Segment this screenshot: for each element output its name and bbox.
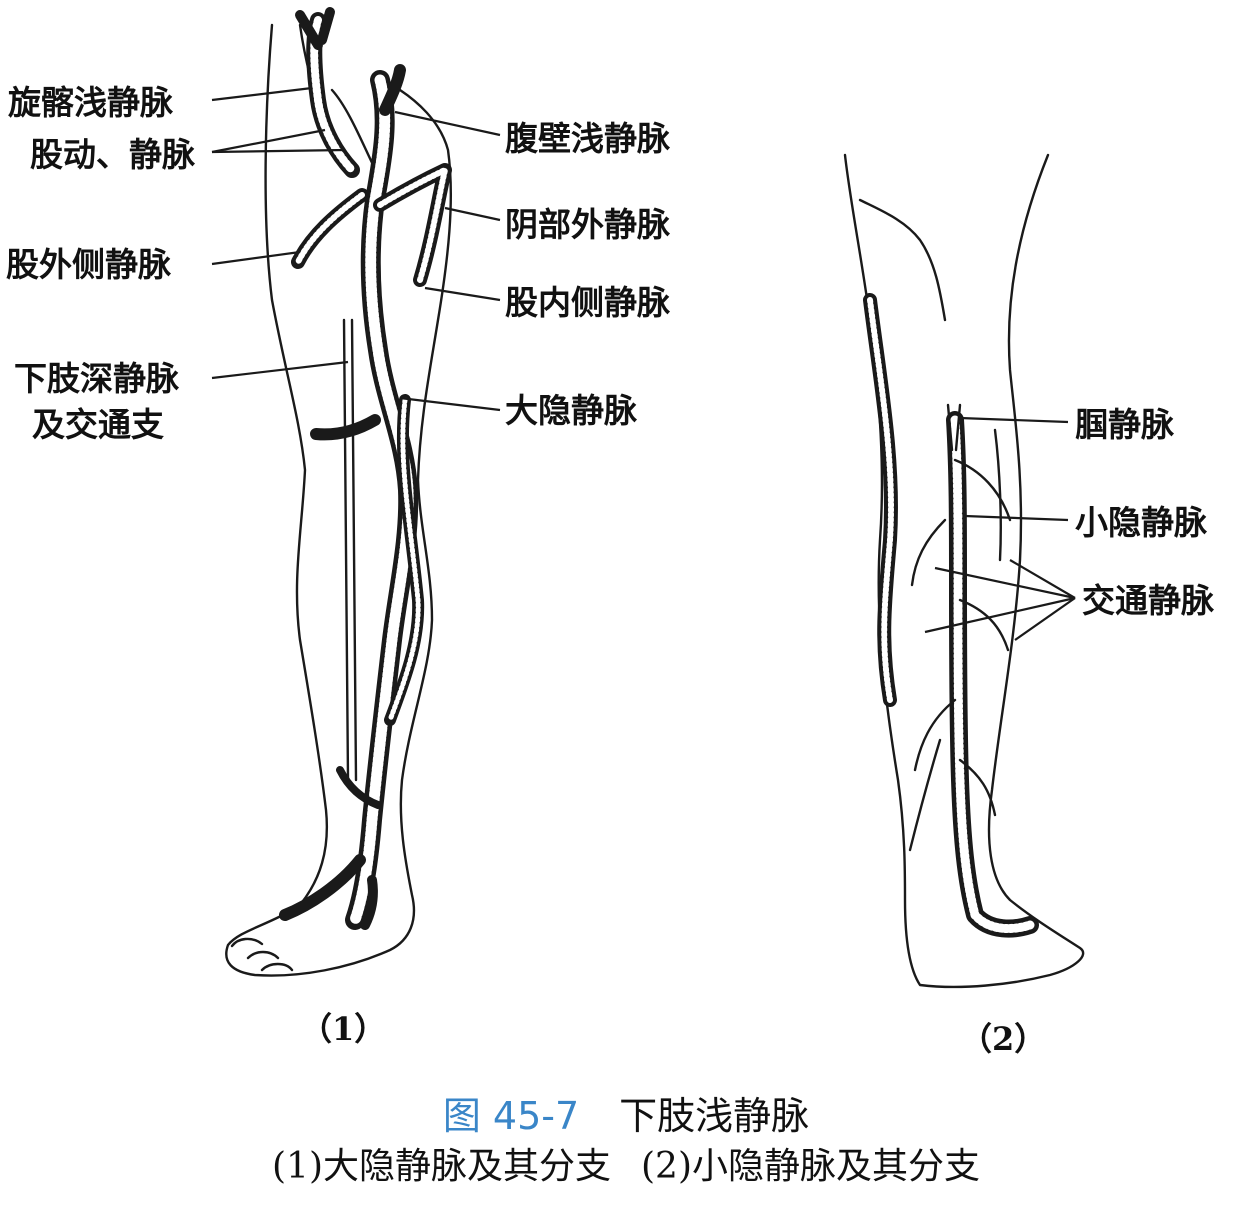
lower-limb-veins-figure: 旋髂浅静脉 股动、静脉 股外侧静脉 下肢深静脉 及交通支 腹壁浅静脉 阴部外静脉… [6, 7, 1215, 1058]
label-great-saphenous-vein: 大隐静脉 [505, 391, 638, 430]
posterior-leader-lines [924, 416, 1076, 641]
figure-caption: 图 45-7 下肢浅静脉 (1)大隐静脉及其分支 (2)小隐静脉及其分支 [0, 1092, 1252, 1192]
caption-sub2: (2)小隐静脉及其分支 [641, 1146, 980, 1187]
panel-label-2: （2） [960, 1020, 1046, 1058]
figure-number: 图 45-7 [442, 1094, 580, 1138]
caption-sub1: (1)大隐静脉及其分支 [272, 1146, 611, 1187]
foot-toes [230, 937, 294, 972]
figure-title: 下肢浅静脉 [619, 1094, 810, 1138]
label-popliteal-vein: 腘静脉 [1075, 405, 1175, 444]
anterior-leader-lines [211, 86, 501, 412]
label-external-pudendal-vein: 阴部外静脉 [505, 205, 671, 244]
label-medial-femoral-vein: 股内侧静脉 [505, 283, 671, 322]
label-femoral-artery-vein: 股动、静脉 [30, 135, 196, 174]
panel-label-1: （1） [300, 1010, 386, 1048]
label-deep-veins: 下肢深静脉 [14, 359, 180, 398]
posterior-leg-outline [843, 153, 1085, 989]
label-lateral-femoral-vein: 股外侧静脉 [6, 245, 172, 284]
label-superficial-circumflex-iliac-vein: 旋髂浅静脉 [8, 83, 174, 122]
posterior-calf-line [858, 198, 947, 322]
label-communicating-branches: 及交通支 [32, 405, 164, 444]
posterior-leg-drawing [843, 153, 1085, 989]
caption-subtitle-line: (1)大隐静脉及其分支 (2)小隐静脉及其分支 [0, 1142, 1252, 1192]
anterior-leg-outline [225, 23, 453, 977]
caption-title-line: 图 45-7 下肢浅静脉 [0, 1092, 1252, 1142]
anterior-leg-drawing [225, 7, 453, 977]
label-superficial-epigastric-vein: 腹壁浅静脉 [505, 119, 671, 158]
label-small-saphenous-vein: 小隐静脉 [1075, 503, 1208, 542]
label-communicating-veins: 交通静脉 [1082, 581, 1215, 620]
